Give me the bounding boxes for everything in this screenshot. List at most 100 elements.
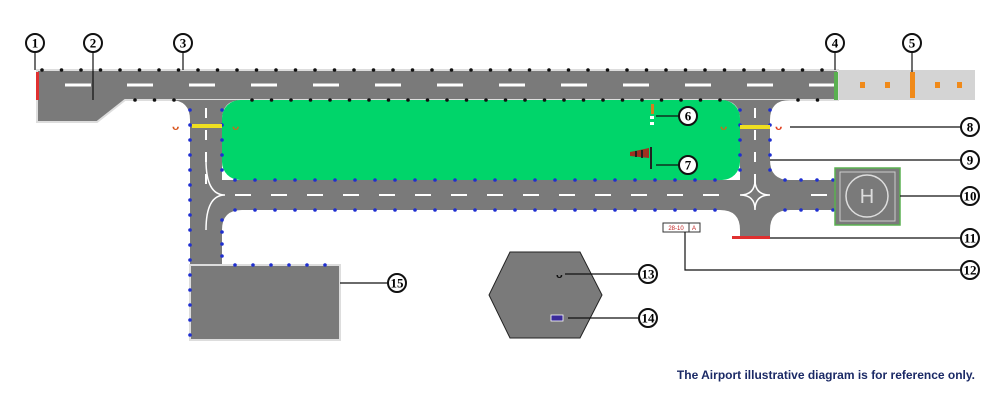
runway-edge-light — [133, 98, 137, 102]
taxiway-edge-light — [313, 178, 317, 182]
taxiway-edge-light — [273, 178, 277, 182]
runway-edge-light — [503, 98, 508, 102]
taxiway-edge-light — [613, 208, 617, 212]
runway-edge-light — [274, 68, 278, 72]
runway-edge-light — [157, 68, 161, 72]
edge-lights — [40, 68, 835, 337]
svg-text:ᴗ: ᴗ — [775, 119, 782, 133]
runway-edge-light — [98, 68, 103, 72]
approach-lighting-area — [838, 70, 975, 100]
taxiway-edge-light — [653, 208, 657, 212]
callout-number: 3 — [180, 36, 187, 51]
runway-edge-light — [449, 68, 454, 72]
taxiway-edge-light — [831, 178, 835, 182]
callout-14: 14 — [638, 308, 658, 328]
runway-edge-light — [196, 68, 200, 72]
taxiway-edge-light — [413, 178, 417, 182]
runway-edge-light — [742, 68, 746, 72]
taxiway-edge-light — [188, 183, 192, 187]
taxiway-edge-light — [783, 208, 787, 212]
runway-edge-light — [269, 98, 274, 102]
callout-13: 13 — [638, 264, 658, 284]
taxiway-edge-light — [287, 263, 291, 267]
callout-number: 7 — [685, 158, 692, 173]
taxiway-edge-light — [693, 178, 697, 182]
taxiway-edge-light — [768, 153, 772, 157]
taxiway-edge-light — [373, 178, 377, 182]
taxiway-edge-light — [188, 258, 192, 262]
taxiway-edge-light — [233, 208, 237, 212]
taxiway-sign: 28-10 A — [662, 222, 701, 233]
intersection-marking — [739, 179, 771, 211]
callout-2: 2 — [83, 33, 103, 53]
runway-edge-light — [683, 68, 688, 72]
runway-edge-light — [289, 98, 293, 102]
taxiway-edge-light — [768, 108, 772, 112]
pad-marker-icon: ᴗ — [556, 269, 563, 281]
taxiway-edge-light — [533, 178, 537, 182]
runway-edge-light — [235, 68, 239, 72]
runway-edge-light — [332, 68, 337, 72]
taxiway-edge-light — [513, 178, 517, 182]
taxiway-right — [740, 100, 770, 238]
taxiway-edge-light — [533, 208, 537, 212]
taxiway-edge-light — [473, 208, 477, 212]
runway-edge-light — [391, 68, 395, 72]
taxiway-edge-light — [799, 178, 803, 182]
taxiway-edge-light — [269, 263, 273, 267]
runway-edge-light — [698, 98, 703, 102]
runway-edge-light — [562, 98, 566, 102]
runway-edge-light — [484, 98, 488, 102]
runway-edge-light — [293, 68, 298, 72]
runway-edge-light — [722, 68, 727, 72]
runway-edge-light — [547, 68, 551, 72]
callout-12: 12 — [960, 260, 980, 280]
taxiway-edge-light — [413, 208, 417, 212]
taxiway-edge-light — [188, 273, 192, 277]
taxiway-edge-light — [188, 303, 192, 307]
taxiway-edge-light — [513, 208, 517, 212]
callout-circle — [960, 117, 980, 137]
taxiway-edge-light — [713, 208, 717, 212]
taxiway-edge-light — [188, 318, 192, 322]
runway-edge-light — [430, 68, 434, 72]
taxiway-edge-light — [353, 208, 357, 212]
taxiway-edge-light — [453, 208, 457, 212]
runway-edge-light — [566, 68, 571, 72]
taxiway-edge-light — [220, 230, 224, 234]
taxiway-edge-light — [738, 153, 742, 157]
holding-position-right: ᴗ ᴗ — [720, 119, 782, 133]
runway-edge-light — [761, 68, 766, 72]
stop-bar — [732, 236, 770, 239]
taxiway-edge-light — [188, 138, 192, 142]
runway-edge-light — [215, 68, 220, 72]
taxiway-edge-light — [783, 178, 787, 182]
runway-edge-light — [601, 98, 605, 102]
runway-edge-light — [410, 68, 415, 72]
callout-circle — [960, 150, 980, 170]
callout-11: 11 — [960, 228, 980, 248]
callout-circle — [960, 186, 980, 206]
runway-edge-light — [176, 68, 181, 72]
svg-text:ᴗ: ᴗ — [232, 119, 239, 133]
approach-lights — [860, 72, 962, 98]
taxiway-edge-light — [373, 208, 377, 212]
footer-note: The Airport illustrative diagram is for … — [676, 368, 975, 382]
callout-circle — [387, 273, 407, 293]
callout-number: 15 — [391, 276, 405, 291]
callout-circle — [678, 106, 698, 126]
runway-edge-light — [620, 98, 625, 102]
taxiway-edge-light — [220, 108, 224, 112]
taxiway-edge-light — [493, 208, 497, 212]
callout-number: 4 — [832, 36, 839, 51]
svg-text:ᴗ: ᴗ — [172, 119, 179, 133]
grass-area — [222, 100, 740, 180]
runway-edge-light — [640, 98, 644, 102]
taxiway-edge-light — [633, 178, 637, 182]
taxiway-edge-light — [738, 108, 742, 112]
runway-edge-light — [79, 68, 83, 72]
taxiway-parallel — [190, 180, 835, 210]
callout-number: 11 — [964, 231, 976, 246]
callout-circle — [25, 33, 45, 53]
